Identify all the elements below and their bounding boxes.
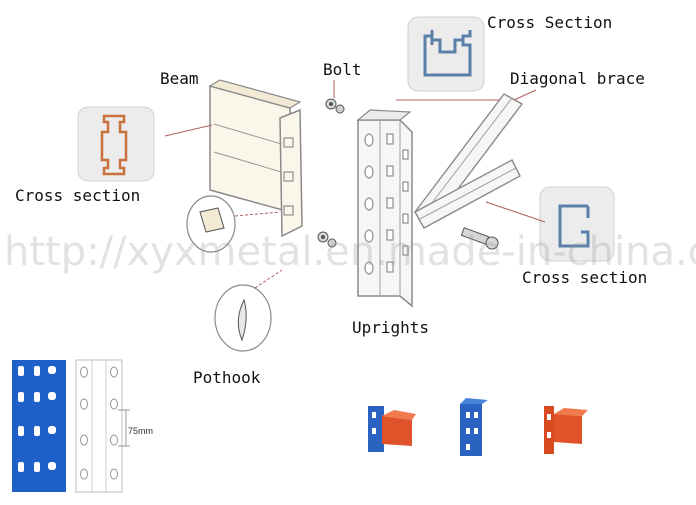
pothook-label: Pothook xyxy=(193,368,261,387)
bolt-top xyxy=(325,80,345,114)
cross-section-left-inset xyxy=(77,106,155,182)
orange-beam-end-photo xyxy=(544,406,588,454)
diagonal-brace-drawing xyxy=(413,89,546,250)
pothook-detail-lower xyxy=(214,269,283,352)
upright-hole-spacing-drawing xyxy=(75,359,130,493)
blue-orange-connector-photo xyxy=(368,406,416,452)
pothook-detail-upper xyxy=(186,195,281,253)
blue-upright-photo xyxy=(12,360,66,492)
blue-upright-piece-photo xyxy=(460,398,488,456)
diagonal-brace-label: Diagonal brace xyxy=(510,69,645,88)
cross-section-top-label: Cross Section xyxy=(487,13,613,32)
upright-drawing xyxy=(356,99,500,308)
bolt-label: Bolt xyxy=(323,60,362,79)
bolt-bottom xyxy=(317,231,337,248)
cross-section-top-inset xyxy=(407,16,485,92)
uprights-label: Uprights xyxy=(352,318,430,337)
brace-bolt xyxy=(460,227,499,250)
watermark: http://xyxmetal.en.made-in-china.com xyxy=(4,229,696,275)
beam-label: Beam xyxy=(160,69,199,88)
dimension-label: 75mm xyxy=(128,426,154,436)
cross-section-left-label: Cross section xyxy=(15,186,141,205)
cross-section-right-inset xyxy=(539,186,615,262)
beam-drawing xyxy=(164,79,303,238)
cross-section-right-label: Cross section xyxy=(522,268,648,287)
